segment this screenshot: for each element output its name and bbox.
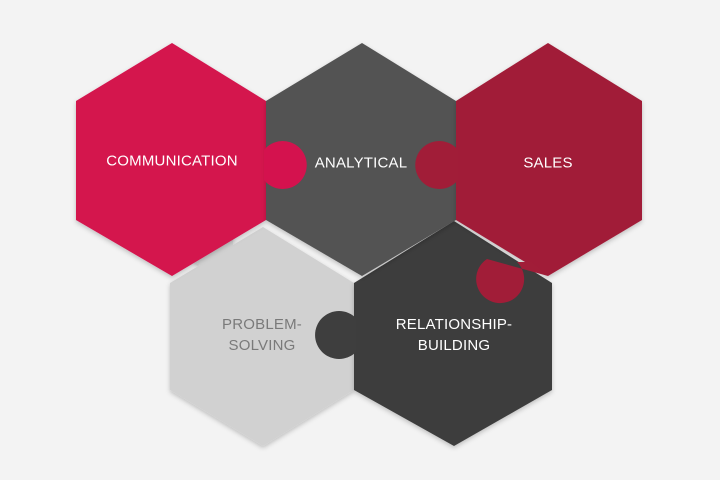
problem-solving-label-line1: PROBLEM-: [222, 316, 302, 333]
communication-piece: [76, 43, 266, 276]
sales-piece: [456, 43, 642, 276]
analytical-label: ANALYTICAL: [314, 154, 408, 172]
relationship-building-label-line1: RELATIONSHIP-: [395, 316, 513, 333]
relationship-building-label: RELATIONSHIP- BUILDING: [396, 314, 513, 356]
communication-label: COMMUNICATION: [106, 152, 238, 170]
sales-knob: [415, 141, 458, 189]
problem-solving-piece: [170, 218, 354, 446]
analytical-piece: [266, 43, 456, 276]
sales-label: SALES: [523, 154, 573, 172]
relationship-building-label-line2: BUILDING: [417, 337, 491, 354]
problem-solving-label: PROBLEM- SOLVING: [222, 314, 302, 356]
problem-solving-label-line2: SOLVING: [228, 337, 296, 354]
relationship-knob: [315, 311, 356, 359]
sales-bottom-knob: [476, 259, 548, 304]
communication-knob: [264, 140, 307, 189]
